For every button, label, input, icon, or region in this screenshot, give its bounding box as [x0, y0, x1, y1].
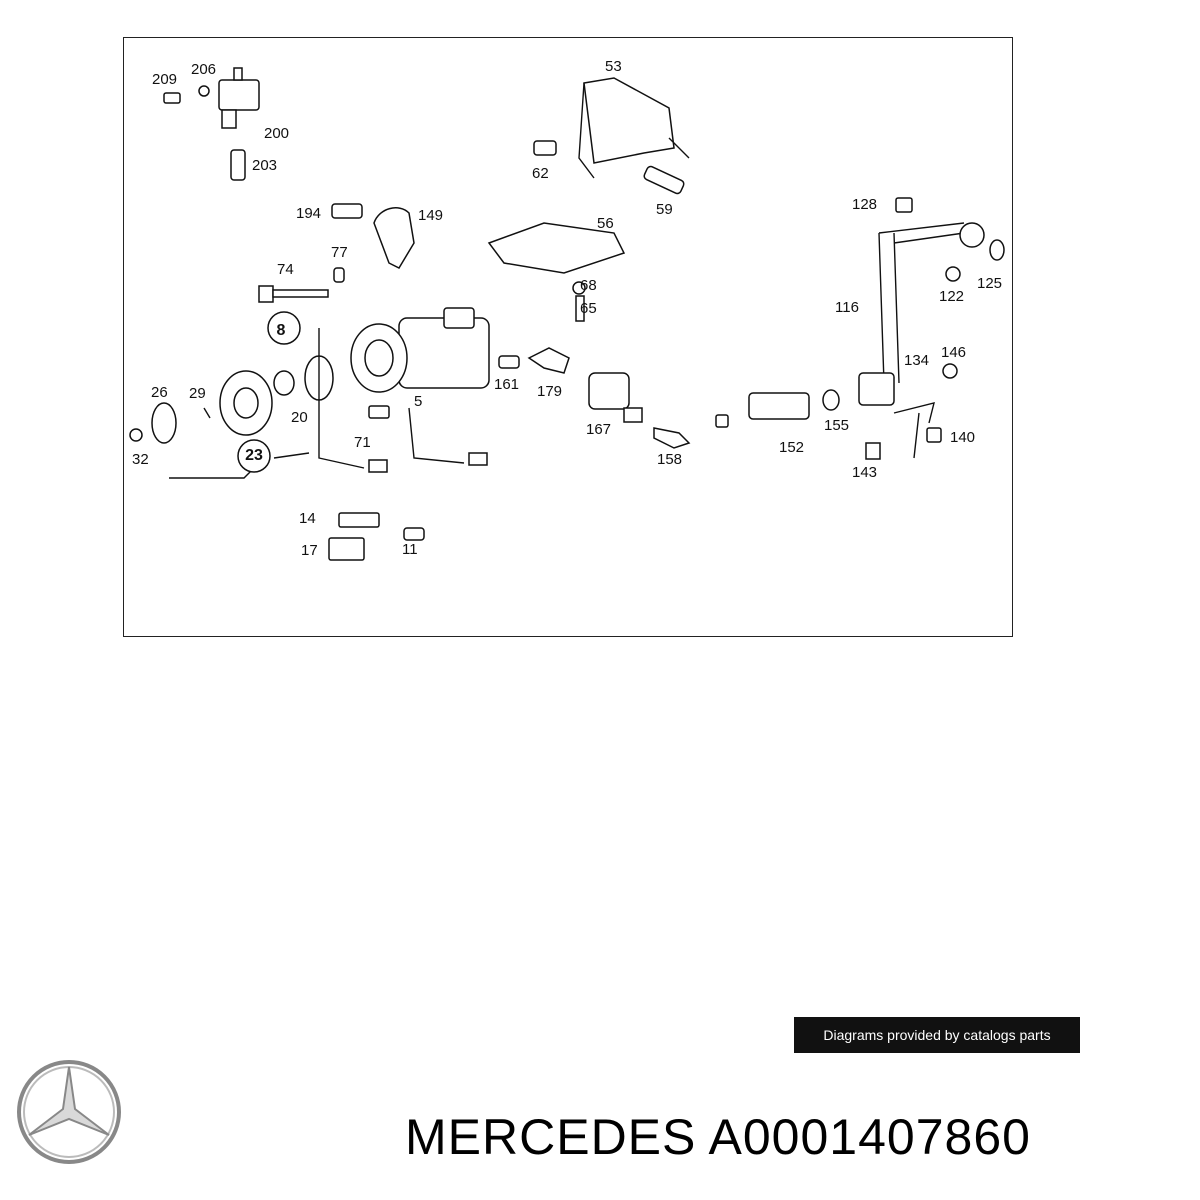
callout-179: 179	[537, 383, 562, 400]
callout-194: 194	[296, 205, 321, 222]
callout-11: 11	[402, 541, 418, 558]
bolt-drawing	[258, 267, 345, 303]
hose-line-drawing	[498, 347, 840, 449]
callout-26: 26	[151, 384, 168, 401]
diagram-credit: Diagrams provided by catalogs parts	[794, 1017, 1080, 1053]
callout-203: 203	[252, 157, 277, 174]
callout-62: 62	[532, 165, 549, 182]
callout-71: 71	[354, 434, 371, 451]
valve-group-drawing	[163, 67, 260, 181]
callout-152: 152	[779, 439, 804, 456]
callout-23: 23	[245, 447, 263, 464]
callout-5: 5	[414, 393, 422, 410]
callout-68: 68	[580, 277, 597, 294]
callout-146: 146	[941, 344, 966, 361]
mercedes-star-logo	[17, 1060, 121, 1164]
callout-200: 200	[264, 125, 289, 142]
callout-32: 32	[132, 451, 149, 468]
callout-8: 8	[277, 322, 286, 339]
callout-labels: 209 206 200 203 53 62 59 194 149 56 128 125 122 74 77 6…	[132, 58, 1002, 559]
callout-122: 122	[939, 288, 964, 305]
callout-53: 53	[605, 58, 622, 75]
heat-shield-drawing	[533, 77, 690, 195]
callout-20: 20	[291, 409, 308, 426]
pipe-drawing	[858, 197, 1005, 460]
callout-77: 77	[331, 244, 348, 261]
callout-29: 29	[189, 385, 206, 402]
callout-158: 158	[657, 451, 682, 468]
callout-74: 74	[277, 261, 294, 278]
callout-116: 116	[835, 299, 859, 316]
callout-140: 140	[950, 429, 975, 446]
callout-161: 161	[494, 376, 519, 393]
callout-14: 14	[299, 510, 316, 527]
brand-name: MERCEDES	[405, 1109, 697, 1165]
mounting-plate-drawing	[487, 222, 626, 322]
callout-17: 17	[301, 542, 318, 559]
bracket-hose-drawing	[331, 203, 415, 269]
callout-59: 59	[656, 201, 673, 218]
part-number: A0001407860	[708, 1109, 1031, 1165]
callout-209: 209	[152, 71, 177, 88]
callout-206: 206	[191, 61, 216, 78]
parts-diagram: 209 206 200 203 53 62 59 194 149 56 128 125 122 74 77 6…	[123, 37, 1013, 637]
callout-56: 56	[597, 215, 614, 232]
callout-149: 149	[418, 207, 443, 224]
callout-128: 128	[852, 196, 877, 213]
callout-167: 167	[586, 421, 611, 438]
air-pump-drawing	[350, 307, 490, 419]
brand-part-title: MERCEDES A0001407860	[405, 1108, 1031, 1166]
callout-134: 134	[904, 352, 929, 369]
callout-155: 155	[824, 417, 849, 434]
callout-65: 65	[580, 300, 597, 317]
pulley-drawing	[129, 355, 334, 444]
callout-143: 143	[852, 464, 877, 481]
callout-125: 125	[977, 275, 1002, 292]
wiring-harness-drawing	[169, 311, 488, 561]
